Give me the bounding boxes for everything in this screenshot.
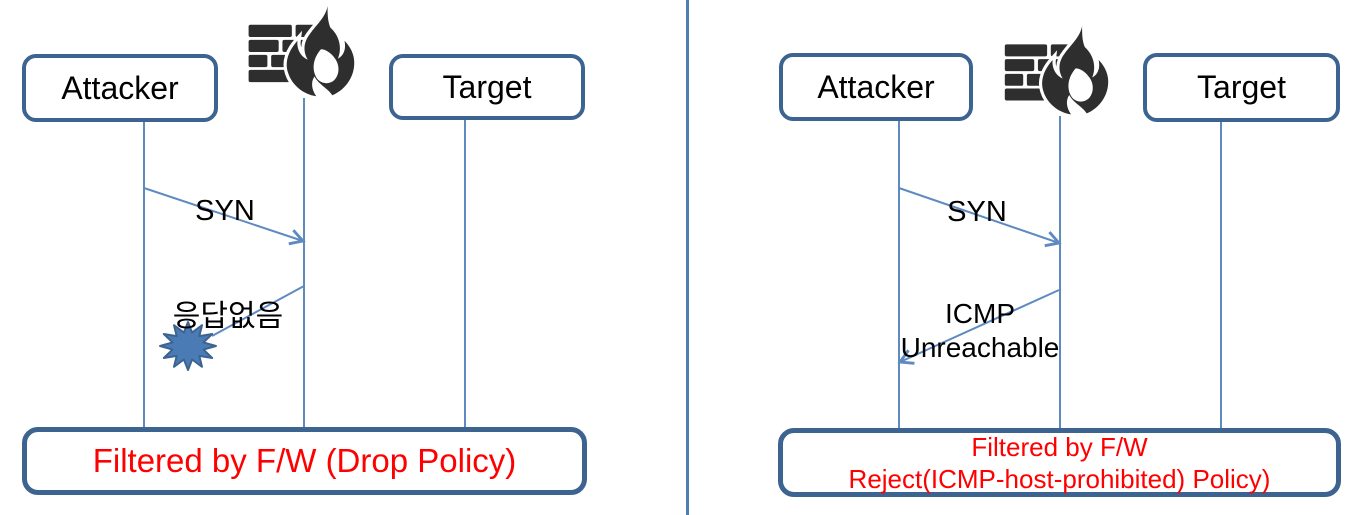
- icmp-unreachable-label: ICMP Unreachable: [880, 297, 1080, 365]
- attacker-label: Attacker: [817, 68, 935, 105]
- target-label: Target: [442, 68, 532, 105]
- icmp-unreachable-arrow: [897, 289, 1060, 365]
- drop-policy-result-box: Filtered by F/W (Drop Policy): [22, 427, 587, 495]
- attacker-box: Attacker: [779, 53, 973, 121]
- target-label: Target: [1197, 69, 1286, 105]
- target-box: Target: [1143, 53, 1340, 122]
- target-box: Target: [389, 54, 585, 120]
- attacker-box: Attacker: [22, 54, 218, 122]
- syn-arrow: [898, 187, 1062, 248]
- syn-arrow: [143, 187, 306, 246]
- dropped-response-line: [211, 285, 305, 337]
- attacker-lifeline: [143, 122, 145, 427]
- icmp-label-line2: Unreachable: [900, 332, 1060, 363]
- reject-policy-result-line2: Reject(ICMP-host-prohibited) Policy): [848, 463, 1271, 494]
- firewall-icon: [247, 6, 363, 100]
- icmp-label-line1: ICMP: [945, 298, 1015, 329]
- firewall-lifeline: [303, 98, 305, 427]
- firewall-lifeline: [1059, 116, 1061, 428]
- attacker-lifeline: [898, 121, 900, 428]
- firewall-icon: [1002, 26, 1118, 118]
- target-lifeline: [464, 120, 466, 427]
- no-response-label: 응답없음: [172, 300, 284, 333]
- explosion-burst-icon: [159, 321, 217, 371]
- syn-label: SYN: [195, 195, 255, 227]
- reject-policy-result-line1: Filtered by F/W: [971, 431, 1148, 462]
- attacker-label: Attacker: [61, 69, 179, 106]
- reject-policy-result-box: Filtered by F/W Reject(ICMP-host-prohibi…: [778, 428, 1341, 497]
- target-lifeline: [1220, 122, 1222, 428]
- syn-label: SYN: [947, 196, 1007, 228]
- drop-policy-result-label: Filtered by F/W (Drop Policy): [92, 442, 517, 479]
- panel-divider: [686, 0, 689, 515]
